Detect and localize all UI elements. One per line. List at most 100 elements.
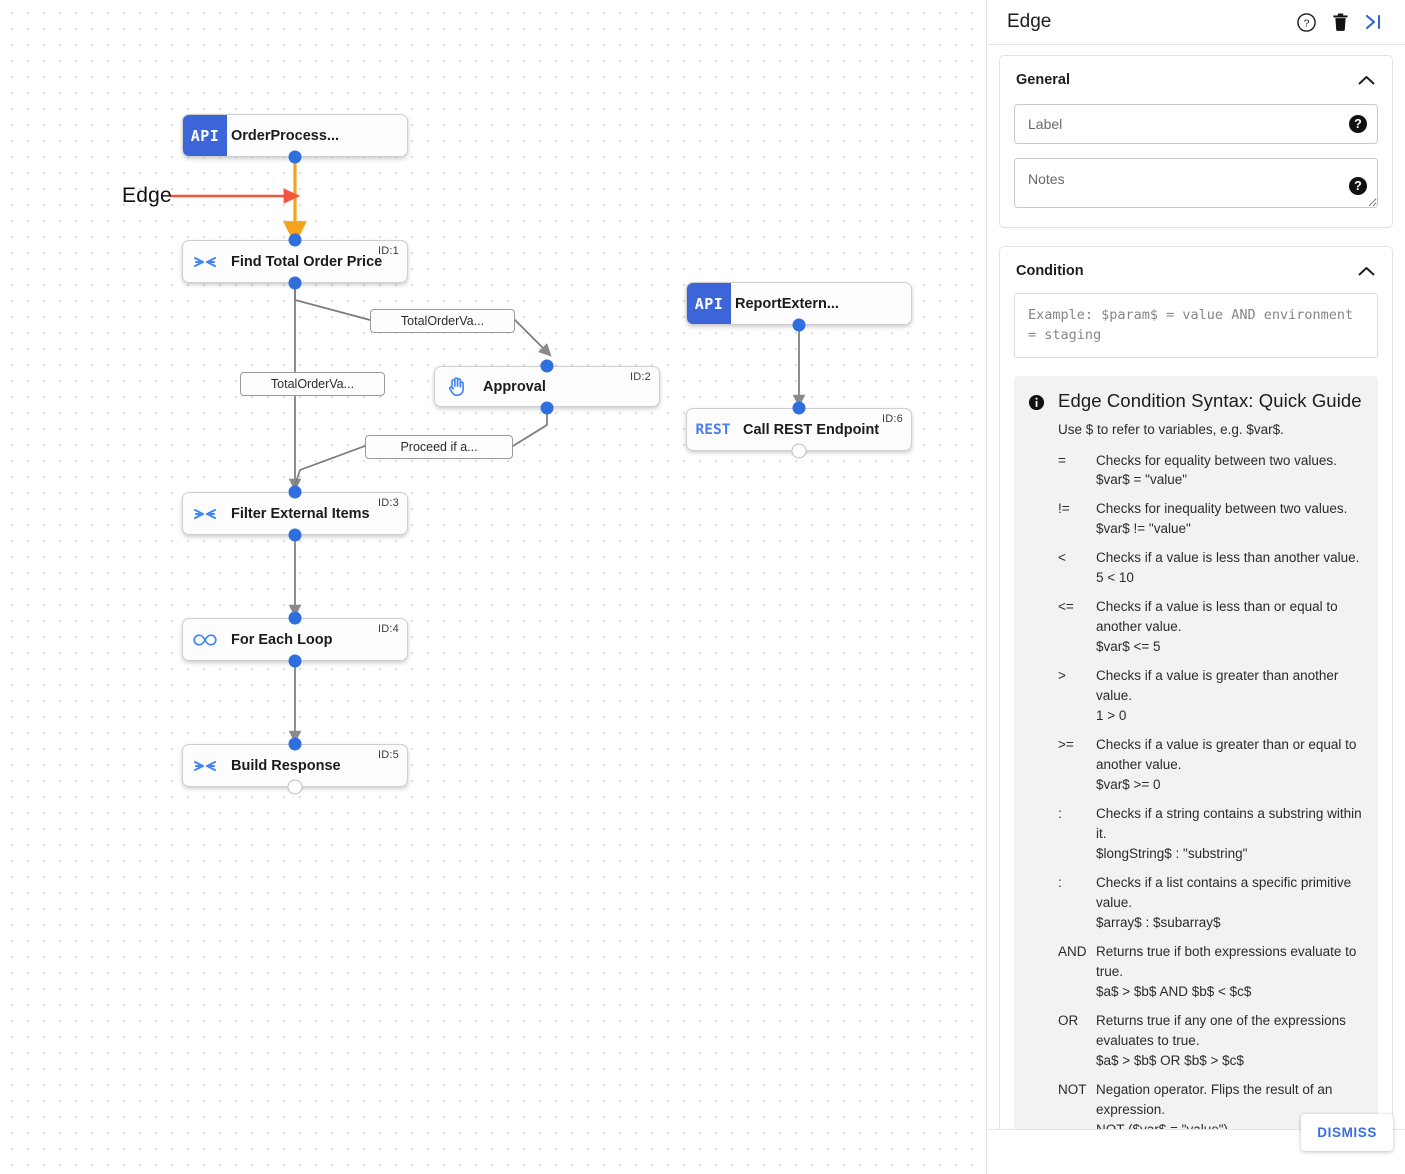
operator-symbol: <=: [1058, 599, 1074, 615]
condition-section: Condition Example: $param$ = value AND e…: [999, 246, 1393, 1174]
operator-description-text: Checks if a value is greater than or equ…: [1096, 737, 1357, 773]
node-title: Build Response: [231, 757, 341, 774]
operator-example: $longString$ : "substring": [1096, 845, 1248, 861]
operator-example: $a$ > $b$ OR $b$ > $c$: [1096, 1052, 1244, 1068]
chevron-up-icon[interactable]: [1356, 70, 1376, 90]
label-help-icon[interactable]: ?: [1349, 115, 1367, 133]
operator-description-text: Returns true if any one of the expressio…: [1096, 1012, 1346, 1048]
hand-icon: [435, 376, 479, 397]
guide-title: Edge Condition Syntax: Quick Guide: [1058, 389, 1362, 411]
operator-description: Checks if a value is less than or equal …: [1096, 597, 1364, 657]
svg-text:?: ?: [1303, 17, 1309, 29]
node-id-badge: ID:4: [378, 623, 399, 635]
api-badge-icon: API: [687, 283, 731, 324]
operator-example: $a$ > $b$ AND $b$ < $c$: [1096, 983, 1252, 999]
collapse-panel-icon[interactable]: [1357, 5, 1391, 39]
operator-row: :Checks if a list contains a specific pr…: [1058, 873, 1364, 933]
operator-row: >= Checks if a value is greater than or e…: [1058, 735, 1364, 795]
operator-symbol: >: [1058, 668, 1066, 684]
panel-footer: DISMISS: [987, 1114, 1405, 1174]
operator-description-text: Checks if a string contains a substring …: [1096, 806, 1362, 841]
node-for-each-loop[interactable]: For Each Loop ID:4: [182, 618, 408, 661]
operator-description: Checks if a value is greater than or equ…: [1096, 735, 1364, 795]
node-port-out[interactable]: [288, 654, 302, 668]
panel-body: General ? ?: [987, 45, 1405, 1174]
panel-title: Edge: [1007, 11, 1052, 32]
chevron-up-icon[interactable]: [1356, 261, 1376, 281]
node-title: Find Total Order Price: [231, 253, 383, 270]
operator-description: Checks for equality between two values. $…: [1096, 451, 1364, 491]
operator-description-text: Checks if a value is greater than anothe…: [1096, 668, 1339, 704]
operator-example: $array$ : $subarray$: [1096, 914, 1221, 930]
node-reportextern[interactable]: API ReportExtern...: [686, 282, 912, 325]
operator-symbol: =: [1058, 452, 1066, 468]
label-field-wrapper: ?: [1014, 104, 1378, 144]
operator-description-text: Checks for equality between two values.: [1096, 452, 1337, 468]
node-port-in[interactable]: [288, 737, 302, 751]
node-port-in[interactable]: [288, 611, 302, 625]
operator-row: > Checks if a value is greater than anoth…: [1058, 666, 1364, 726]
node-port-out[interactable]: [792, 318, 806, 332]
notes-input[interactable]: [1014, 158, 1378, 208]
operator-example: $var$ != "value": [1096, 521, 1191, 537]
operator-symbol: AND: [1058, 943, 1087, 959]
flow-canvas[interactable]: Edge API OrderProcess... Find Total Orde…: [0, 0, 986, 1174]
operator-description: Returns true if any one of the expressio…: [1096, 1011, 1364, 1071]
operator-row: = Checks for equality between two values.…: [1058, 451, 1364, 491]
node-title: Filter External Items: [231, 505, 370, 522]
operator-row: AND Returns true if both expressions eval…: [1058, 942, 1364, 1002]
node-port-in[interactable]: [288, 233, 302, 247]
merge-arrows-icon: [183, 506, 227, 522]
general-heading: General: [1016, 72, 1070, 88]
node-port-in[interactable]: [540, 359, 554, 373]
notes-help-icon[interactable]: ?: [1349, 176, 1367, 195]
operator-row: < Checks if a value is less than another …: [1058, 548, 1364, 588]
node-port-out[interactable]: [288, 528, 302, 542]
operator-description-text: Negation operator. Flips the result of a…: [1096, 1081, 1333, 1117]
edge-label-total-order-va-1[interactable]: TotalOrderVa...: [370, 309, 515, 333]
operator-description-text: Checks for inequality between two values…: [1096, 501, 1348, 517]
general-section-header[interactable]: General: [1000, 56, 1392, 98]
node-id-badge: ID:2: [630, 371, 651, 383]
operator-example: $var$ = "value": [1096, 472, 1188, 488]
panel-header: Edge ?: [987, 0, 1405, 45]
operator-example: $var$ <= 5: [1096, 639, 1161, 655]
node-id-badge: ID:1: [378, 245, 399, 257]
edge-wires: [170, 157, 806, 744]
operator-description-text: Checks if a value is less than another v…: [1096, 550, 1360, 566]
node-port-out[interactable]: [540, 401, 554, 415]
dismiss-button[interactable]: DISMISS: [1301, 1114, 1393, 1151]
node-port-in[interactable]: [792, 401, 806, 415]
node-title: Call REST Endpoint: [743, 421, 880, 438]
operator-list: = Checks for equality between two values.…: [1058, 451, 1364, 1140]
operator-example: $var$ >= 0: [1096, 777, 1161, 793]
node-id-badge: ID:3: [378, 497, 399, 509]
node-port-out[interactable]: [287, 779, 303, 795]
operator-symbol: NOT: [1058, 1081, 1087, 1097]
edge-label-proceed-if-a[interactable]: Proceed if a...: [365, 435, 513, 459]
node-port-out[interactable]: [791, 443, 807, 459]
rest-badge-icon: REST: [695, 421, 731, 438]
infinity-icon: [183, 633, 227, 647]
node-title: OrderProcess...: [231, 127, 339, 144]
operator-symbol: >=: [1058, 737, 1074, 753]
operator-row: !=Checks for inequality between two valu…: [1058, 499, 1364, 539]
operator-description: Checks for inequality between two values…: [1096, 499, 1364, 539]
condition-input[interactable]: Example: $param$ = value AND environment…: [1014, 293, 1378, 358]
node-port-in[interactable]: [288, 485, 302, 499]
help-icon[interactable]: ?: [1289, 5, 1323, 39]
operator-description-text: Returns true if both expressions evaluat…: [1096, 943, 1357, 979]
operator-symbol: <: [1058, 550, 1066, 566]
node-port-out[interactable]: [288, 276, 302, 290]
operator-description: Checks if a value is greater than anothe…: [1096, 666, 1364, 726]
condition-heading: Condition: [1016, 263, 1084, 279]
notes-field-wrapper: ?: [1014, 158, 1378, 213]
delete-icon[interactable]: [1323, 5, 1357, 39]
condition-section-header[interactable]: Condition: [1000, 247, 1392, 289]
node-port-out[interactable]: [288, 150, 302, 164]
label-input[interactable]: [1014, 104, 1378, 144]
edge-label-total-order-va-2[interactable]: TotalOrderVa...: [240, 372, 385, 396]
node-orderprocess[interactable]: API OrderProcess...: [182, 114, 408, 157]
operator-description: Checks if a list contains a specific pri…: [1096, 873, 1364, 933]
